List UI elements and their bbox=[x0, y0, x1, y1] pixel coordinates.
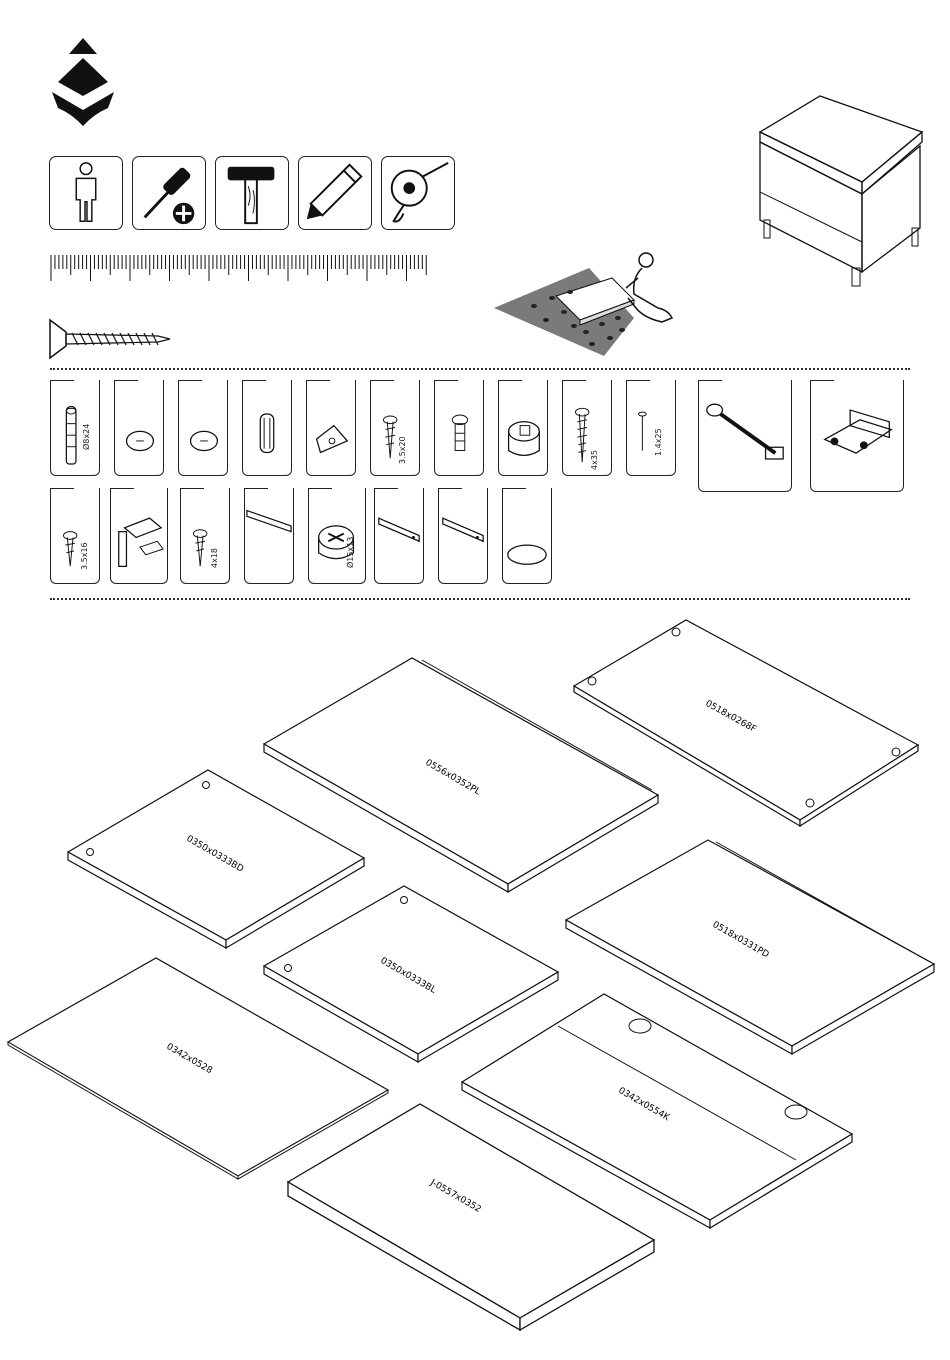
phillips-screwdriver-icon bbox=[132, 156, 206, 230]
corner-bracket bbox=[306, 380, 356, 476]
tape-measure-icon bbox=[381, 156, 455, 230]
screw-4x18 bbox=[180, 488, 230, 584]
cam-bolt bbox=[434, 380, 484, 476]
wood-dowel bbox=[242, 380, 292, 476]
panel-0350x0333BL: 0350x0333BL bbox=[264, 886, 558, 1062]
pencil-icon bbox=[298, 156, 372, 230]
work-on-soft-surface-icon bbox=[494, 248, 704, 358]
panels-exploded-view: 0518x0268F 0556x0352PL 0350x0333BD 0518x… bbox=[0, 600, 950, 1360]
screw-actual-size-icon bbox=[48, 318, 172, 360]
assembled-cabinet-icon bbox=[752, 92, 924, 292]
cabinet-hinge bbox=[810, 380, 904, 492]
pin-size-label: 1.4x25 bbox=[654, 428, 663, 456]
mounting-bracket bbox=[110, 488, 168, 584]
screw-3-5x16-label: 3.5x16 bbox=[80, 542, 89, 570]
metal-plate bbox=[374, 488, 424, 584]
ruler-scale bbox=[50, 255, 430, 283]
screw-3-5x16 bbox=[50, 488, 100, 584]
screw-4x35-label: 4x35 bbox=[590, 450, 599, 470]
section-divider bbox=[50, 368, 910, 370]
screw-4x18-label: 4x18 bbox=[210, 548, 219, 568]
screw-4x35 bbox=[562, 380, 612, 476]
cover-cap bbox=[114, 380, 164, 476]
edge-strip bbox=[244, 488, 294, 584]
dowel-fitting bbox=[50, 380, 100, 476]
hammer-icon bbox=[215, 156, 289, 230]
cam-lock-size-label: Ø15x13 bbox=[346, 537, 355, 568]
felt-pad bbox=[502, 488, 552, 584]
panel-0350x0333BD: 0350x0333BD bbox=[68, 770, 364, 948]
pin-nail bbox=[626, 380, 676, 476]
cover-cap-2 bbox=[178, 380, 228, 476]
cam-lock bbox=[308, 488, 366, 584]
metal-plate-2 bbox=[438, 488, 488, 584]
brand-logo bbox=[50, 38, 116, 126]
dowel-size-label: Ø8x24 bbox=[82, 424, 91, 450]
person-icon bbox=[49, 156, 123, 230]
screw-3-5x20 bbox=[370, 380, 420, 476]
lid-stay-hinge bbox=[698, 380, 792, 492]
cam-lock-housing bbox=[498, 380, 548, 476]
screw-3-5x20-label: 3.5x20 bbox=[398, 436, 407, 464]
